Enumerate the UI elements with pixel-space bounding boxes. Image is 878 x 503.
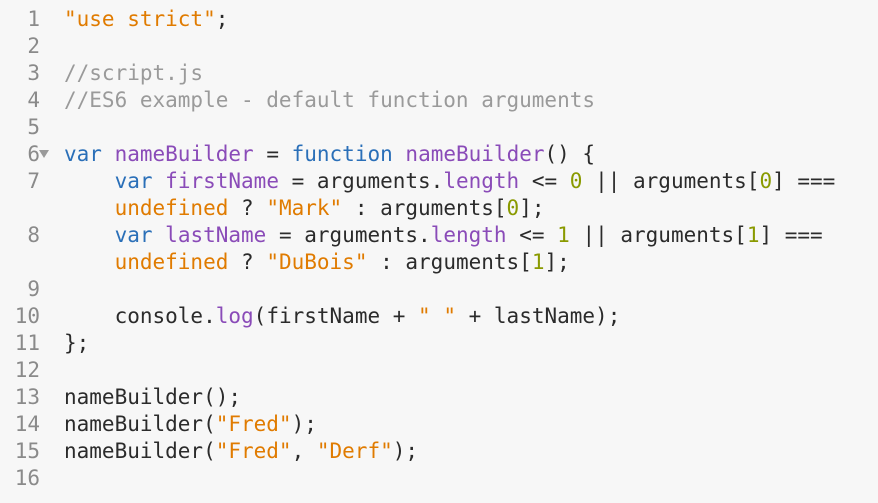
code-line-8[interactable]: var lastName = arguments.length <= 1 || … [64,222,823,249]
code-line-10[interactable]: console.log(firstName + " " + lastName); [64,303,621,330]
line-number: 2 [27,34,40,58]
keyword-token: var [64,142,102,166]
plain-token: = arguments. [266,223,431,247]
line-number: 11 [14,331,40,355]
line-number: 7 [27,169,40,193]
line-number: 8 [27,223,40,247]
plain-token: ] === [772,169,836,193]
line-number: 14 [14,412,40,436]
plain-token: ] === [759,223,823,247]
code-line-15[interactable]: nameBuilder("Fred", "Derf"); [64,438,418,465]
punct-token: , [291,439,317,463]
line-number: 9 [27,277,40,301]
line-number: 5 [27,115,40,139]
property-token: length [430,223,507,247]
operator-token: <= [506,223,558,247]
plain-token: (firstName + [253,304,419,328]
code-line-14[interactable]: nameBuilder("Fred"); [64,411,317,438]
code-line-6[interactable]: var nameBuilder = function nameBuilder()… [64,141,595,168]
operator-token: = [253,142,292,166]
string-token: "DuBois" [266,250,368,274]
number-token: 1 [531,250,545,274]
line-number: 3 [27,61,40,85]
line-number: 6 [27,142,40,166]
code-line-4[interactable]: //ES6 example - default function argumen… [64,88,596,112]
punct-token: () { [544,142,596,166]
function-name-token: nameBuilder [405,142,545,166]
plain-token: : arguments[ [342,196,507,220]
plain-token: || arguments[ [582,169,760,193]
line-number: 4 [27,88,40,112]
punct-token: ]; [544,250,570,274]
line-number: 1 [27,7,40,31]
line-number: 10 [14,304,40,328]
code-line-7-wrap[interactable]: undefined ? "Mark" : arguments[0]; [64,195,545,222]
code-line-8-wrap[interactable]: undefined ? "DuBois" : arguments[1]; [64,249,570,276]
number-token: 1 [746,223,760,247]
operator-token: ? [228,250,267,274]
code-line-13[interactable]: nameBuilder(); [64,385,242,409]
identifier-token: console. [114,304,216,328]
identifier-token: firstName [165,169,279,193]
line-number: 16 [14,466,40,490]
code-line-7[interactable]: var firstName = arguments.length <= 0 ||… [64,168,836,195]
fold-arrow-icon[interactable] [39,150,49,158]
operator-token: ? [228,196,267,220]
plain-token: = arguments. [278,169,444,193]
code-line-11[interactable]: }; [64,331,90,355]
number-token: 0 [569,169,583,193]
keyword-token: function [291,142,393,166]
line-number: 13 [14,385,40,409]
property-token: length [443,169,520,193]
string-token: "Fred" [215,439,292,463]
method-token: log [215,304,254,328]
number-token: 0 [506,196,520,220]
string-token: "use strict" [64,7,216,31]
constant-token: undefined [114,250,229,274]
code-line-3[interactable]: //script.js [64,61,204,85]
number-token: 1 [557,223,570,247]
code-line-1[interactable]: "use strict"; [64,6,228,33]
punct-token: ]; [519,196,545,220]
string-token: "Fred" [215,412,292,436]
keyword-token: var [114,169,153,193]
number-token: 0 [759,169,773,193]
punct-token: ); [291,412,317,436]
string-token: "Derf" [316,439,393,463]
line-number: 12 [14,358,40,382]
constant-token: undefined [114,196,229,220]
keyword-token: var [114,223,153,247]
punct-token: ; [215,7,229,31]
operator-token: <= [519,169,570,193]
line-number: 15 [14,439,40,463]
identifier-token: nameBuilder( [64,412,216,436]
plain-token: + lastName); [455,304,621,328]
identifier-token: nameBuilder [114,142,254,166]
plain-token: || arguments[ [569,223,747,247]
identifier-token: lastName [165,223,267,247]
punct-token: ); [392,439,419,463]
string-token: "Mark" [266,196,343,220]
string-token: " " [418,304,456,328]
plain-token: : arguments[ [367,250,532,274]
fold-toggle[interactable] [0,141,50,168]
identifier-token: nameBuilder( [64,439,216,463]
